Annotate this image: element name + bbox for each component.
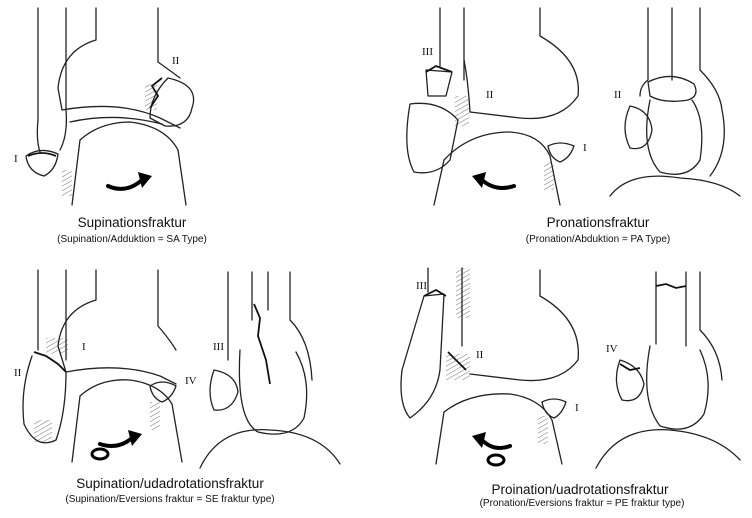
label-iv: IV [606, 343, 618, 355]
caption-subtitle: (Supination/Adduktion = SA Type) [22, 234, 242, 245]
panel-pronation-eversion [401, 268, 740, 468]
label-ii: II [14, 367, 21, 379]
label-i: I [14, 153, 18, 165]
label-ii: II [614, 89, 621, 101]
label-iii: III [422, 46, 433, 58]
panel-supination-adduction [26, 8, 194, 205]
label-ii: II [476, 349, 483, 361]
label-i: I [583, 142, 587, 154]
caption-title: Pronationsfraktur [488, 215, 708, 230]
label-ii: II [172, 55, 179, 67]
caption-title: Supinationsfraktur [22, 215, 242, 230]
label-ii: II [486, 89, 493, 101]
caption-subtitle: (Supination/Eversions fraktur = SE frakt… [0, 494, 340, 505]
caption-subtitle: (Pronation/Abduktion = PA Type) [468, 234, 728, 245]
label-iii: III [416, 280, 427, 292]
label-i: I [575, 402, 579, 414]
panel-supination-eversion [23, 270, 340, 468]
caption-subtitle: (Pronation/Eversions fraktur = PE fraktu… [414, 498, 750, 509]
label-iii: III [213, 341, 224, 353]
label-iv: IV [185, 375, 197, 387]
caption-title: Proination/uadrotationsfraktur [430, 482, 730, 497]
panel-pronation-abduction [407, 8, 740, 205]
label-i: I [82, 341, 86, 353]
caption-title: Supination/udadrotationsfraktur [20, 476, 320, 491]
